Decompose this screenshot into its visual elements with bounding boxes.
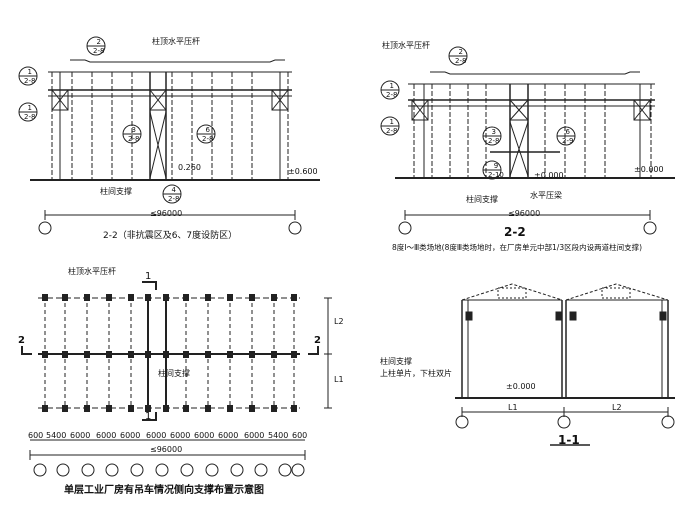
panel-c-dim-l2: L2 (334, 317, 344, 326)
panel-a-callout-num: 4 2-8 (168, 186, 180, 203)
panel-b-elev-label2: ±0.000 (634, 165, 664, 174)
panel-a-callout-num: 1 2-8 (24, 68, 36, 85)
panel-a-elev-label: 0.260 (178, 163, 201, 172)
bay-dim: 6000 (70, 431, 91, 440)
panel-d-elev-label: ±0.000 (506, 382, 536, 391)
panel-d-dim-l1: L1 (508, 403, 518, 412)
panel-a-callout-num: 6 2-8 (202, 126, 214, 143)
bay-dim: 6000 (96, 431, 117, 440)
section-mark-left: 2 (18, 335, 25, 346)
panel-b-brace-label: 柱间支撑 (466, 195, 498, 204)
panel-a-title: 2-2（非抗震区及6、7度设防区） (103, 231, 238, 241)
bay-dim: 5400 (268, 431, 289, 440)
panel-b-elevation (380, 46, 675, 235)
panel-b-callout-num: 1 2-8 (386, 82, 398, 99)
panel-d-title: 1-1 (558, 433, 580, 447)
section-mark-right: 2 (314, 335, 321, 346)
bay-dim: 600 (292, 431, 308, 440)
panel-d-dim-l2: L2 (612, 403, 622, 412)
panel-b-callout-num: 2 2-8 (455, 48, 467, 65)
panel-d-section (455, 283, 675, 446)
panel-b-title: 2-2 (504, 225, 526, 239)
section-mark-top: 1 (145, 271, 152, 282)
panel-c-strut-label: 柱顶水平压杆 (68, 267, 116, 276)
bay-dim: 6000 (218, 431, 239, 440)
bay-dim: 6000 (146, 431, 167, 440)
panel-a-elev-label2: ±0.600 (288, 167, 318, 176)
bay-dim: 6000 (170, 431, 191, 440)
panel-b-strut-label: 柱顶水平压杆 (382, 41, 430, 50)
bay-dim: 5400 (46, 431, 67, 440)
bay-dim: 600 (28, 431, 44, 440)
panel-d-brace-note: 上柱单片，下柱双片 (380, 369, 452, 378)
panel-b-callout-num: 1 2-8 (386, 118, 398, 135)
panel-a-brace-label: 柱间支撑 (100, 187, 132, 196)
panel-a-span-label: ≤96000 (150, 209, 183, 218)
panel-a-callout-num: 2 2-8 (93, 38, 105, 55)
panel-a-callout-num: 1 2-8 (24, 104, 36, 121)
panel-a-elevation (18, 36, 320, 235)
panel-b-callout-num: 3 2-8 (488, 128, 500, 145)
panel-c-plan (21, 281, 332, 477)
section-mark-bottom: 1 (145, 411, 152, 422)
panel-c-span-label: ≤96000 (150, 445, 183, 454)
panel-a-callout-num: 3 2-8 (128, 126, 140, 143)
panel-b-elev-label: ±0.000 (534, 171, 564, 180)
figure-caption: 单层工业厂房有吊车情况侧向支撑布置示意图 (64, 485, 264, 496)
panel-c-brace-label: 柱间支撑 (158, 369, 190, 378)
panel-a-strut-label: 柱顶水平压杆 (152, 37, 200, 46)
bay-dim: 6000 (244, 431, 265, 440)
panel-b-span-label: ≤96000 (508, 209, 541, 218)
panel-b-note: 8度Ⅰ～Ⅲ类场地(8度Ⅲ类场地时，在厂房单元中部1/3区段内设两道柱间支撑) (392, 243, 643, 252)
panel-d-brace-label: 柱间支撑 (380, 357, 412, 366)
bay-dim: 6000 (120, 431, 141, 440)
bay-dim: 6000 (194, 431, 215, 440)
panel-b-callout-num: 9 2-10 (488, 162, 504, 179)
panel-c-dim-l1: L1 (334, 375, 344, 384)
panel-b-callout-num: 6 2-9 (562, 128, 574, 145)
panel-b-girder-label: 水平压梁 (530, 191, 562, 200)
